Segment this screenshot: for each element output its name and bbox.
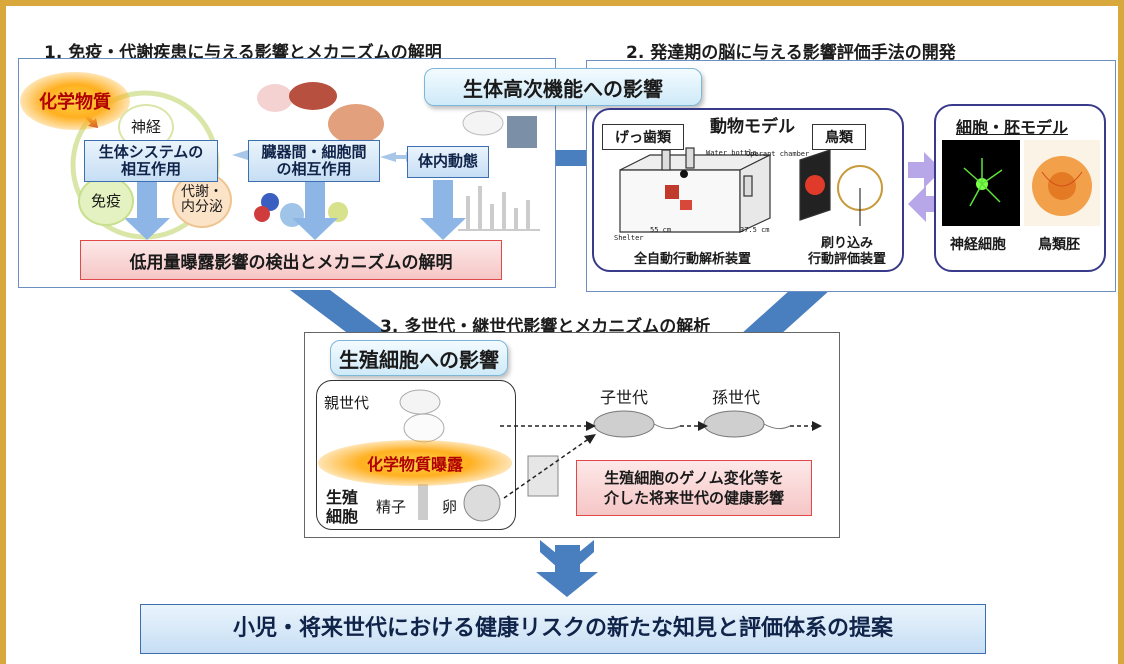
- down-arrow-2: [292, 180, 338, 240]
- chemical-exposure-label: 化学物質曝露: [318, 440, 512, 486]
- circle-immune-label: 免疫: [90, 191, 121, 210]
- neuron-illustration: [963, 158, 1003, 207]
- section2-banner: 生体高次機能への影響: [424, 68, 702, 106]
- section1-result: 低用量曝露影響の検出とメカニズムの解明: [80, 240, 502, 280]
- birds-tag: 鳥類: [812, 124, 866, 150]
- cell-illustration-1: [261, 193, 279, 211]
- section3-result: 生殖細胞のゲノム変化等を 介した将来世代の健康影響: [576, 460, 812, 516]
- water-bottle-label: Water bottle: [706, 149, 757, 157]
- shelter-label: Shelter: [614, 234, 644, 242]
- arrow-sec2-to-sec3: [740, 290, 830, 335]
- box-body-kinetics: 体内動態: [407, 146, 489, 178]
- cell-embryo-model-title: 細胞・胚モデル: [956, 118, 1069, 137]
- animal-model-title: 動物モデル: [710, 117, 795, 137]
- box-biosystem-interaction: 生体システムの 相互作用: [84, 140, 218, 182]
- connector-sec1-sec2: [550, 150, 590, 166]
- tissue-image: [507, 116, 537, 148]
- dimension-55-label: 55 cm: [650, 226, 672, 234]
- lung-illustration: [257, 84, 293, 112]
- germ-cell-image: [527, 455, 559, 497]
- conclusion-banner: 小児・将来世代における健康リスクの新たな知見と評価体系の提案: [140, 604, 986, 654]
- parent-fetus: [403, 413, 445, 443]
- grandchild-generation-label: 孫世代: [712, 388, 761, 407]
- neuron-image: [942, 140, 1020, 226]
- child-mouse: [593, 410, 655, 438]
- circle-nerve-label: 神経: [130, 117, 161, 136]
- neuron-caption: 神経細胞: [950, 237, 1006, 253]
- arrow-to-cell-model: [908, 152, 942, 188]
- grandchild-mouse: [703, 410, 765, 438]
- mouse-illustration-1: [462, 110, 504, 136]
- arrow-to-animal-model: [908, 186, 942, 222]
- cell-illustration-4: [328, 202, 348, 222]
- arrow-chevron: [540, 540, 594, 576]
- brain-illustration: [328, 104, 384, 144]
- circle-endocrine-label: 代謝・ 内分泌: [181, 183, 223, 215]
- down-arrow-3: [420, 180, 466, 240]
- bird-embryo-image: [1024, 140, 1100, 226]
- circle-immune: 免疫: [78, 176, 134, 226]
- child-generation-label: 子世代: [600, 388, 649, 407]
- egg-label: 卵: [442, 498, 458, 516]
- bird-apparatus: [799, 149, 883, 226]
- dimension-37-label: 37.5 cm: [740, 226, 770, 234]
- sperm-image: [418, 484, 428, 520]
- rodent-apparatus-caption: 全自動行動解析装置: [634, 252, 752, 267]
- rodents-tag: げっ歯類: [602, 124, 684, 150]
- parent-mouse: [399, 389, 441, 415]
- bird-embryo-caption: 鳥類胚: [1038, 237, 1080, 253]
- arrow-germ-to-child: [503, 437, 591, 499]
- section2-title: 2. 発達期の脳に与える影響評価手法の開発: [626, 43, 956, 63]
- rodent-apparatus: [619, 147, 771, 233]
- box-organ-cell-interaction: 臓器間・細胞間 の相互作用: [248, 140, 380, 182]
- chemical-substance-label: 化学物質: [20, 72, 130, 130]
- bird-apparatus-caption: 刷り込み 行動評価装置: [808, 236, 887, 267]
- liver-illustration: [289, 82, 337, 110]
- egg-image: [463, 484, 501, 522]
- sperm-label: 精子: [376, 498, 407, 516]
- operant-chamber-label: Operant chamber: [746, 150, 810, 158]
- section3-banner: 生殖細胞への影響: [330, 340, 508, 376]
- arrow-sec1-to-sec3: [290, 290, 390, 335]
- germ-cells-label: 生殖 細胞: [326, 488, 359, 527]
- cell-illustration-2: [254, 206, 270, 222]
- bird-embryo-illustration: [1032, 156, 1092, 216]
- kinetics-chart-thumbnail: [458, 186, 540, 231]
- parent-generation-label: 親世代: [324, 394, 370, 412]
- down-arrow-1: [124, 180, 170, 240]
